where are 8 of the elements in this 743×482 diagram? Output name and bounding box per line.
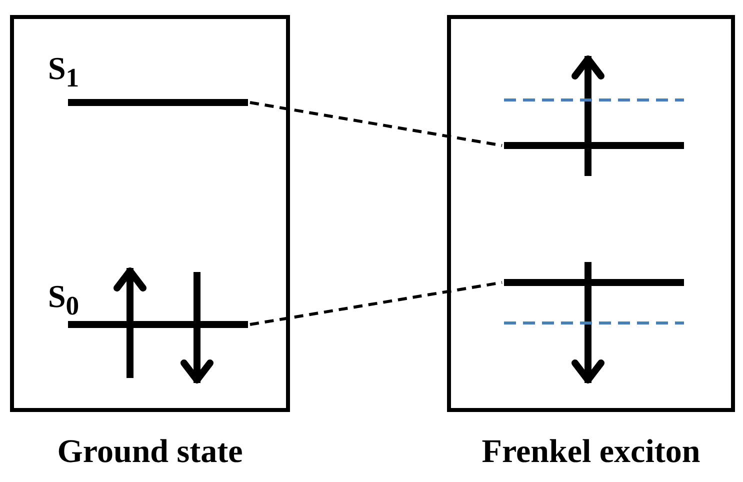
panel-title: Ground state	[56, 434, 244, 471]
level-label: S$_{0}$	[48, 278, 80, 322]
connector-line	[250, 101, 502, 147]
energy-level	[504, 142, 684, 149]
panel-title: Frenkel exciton	[480, 434, 702, 471]
energy-level	[504, 279, 684, 286]
connector-line	[250, 281, 502, 326]
level-label: S$_{1}$	[48, 50, 80, 94]
